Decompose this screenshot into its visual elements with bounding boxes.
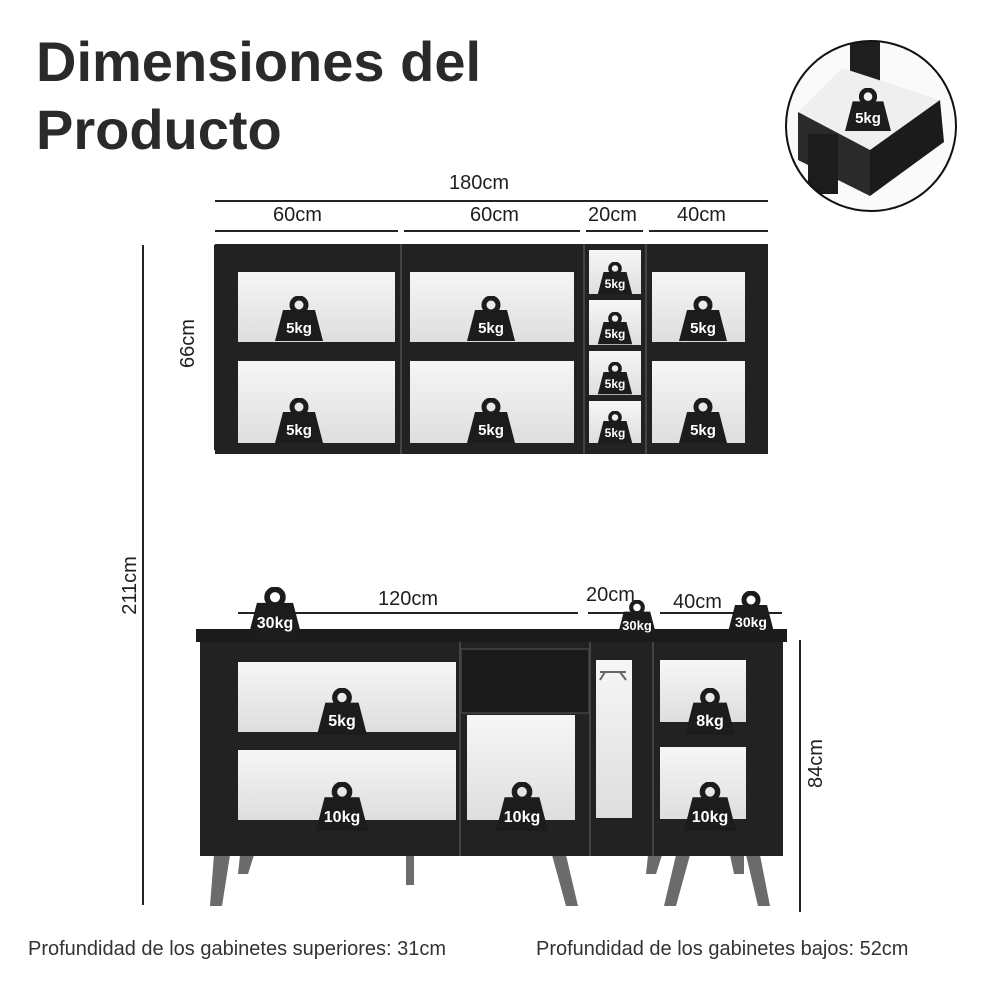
- weight-tag: 10kg: [316, 784, 368, 831]
- svg-text:10kg: 10kg: [324, 809, 360, 826]
- width-label-1: 60cm: [273, 204, 322, 226]
- upper-weight-tags: 5kg 5kg 5kg 5kg 5kg 5kg 5kg 5kg 5kg 5kg: [275, 262, 727, 444]
- svg-text:5kg: 5kg: [286, 422, 312, 439]
- svg-text:5kg: 5kg: [478, 422, 504, 439]
- weight-tag: 5kg: [467, 298, 515, 341]
- weight-tag: 5kg: [845, 90, 891, 131]
- total-height-label: 211cm: [118, 556, 141, 615]
- width-label-4: 40cm: [677, 204, 726, 226]
- weight-tag: 10kg: [496, 784, 548, 831]
- total-width-label: 180cm: [449, 172, 510, 194]
- weight-tag: 5kg: [275, 298, 323, 341]
- lower-depth-note: Profundidad de los gabinetes bajos: 52cm: [536, 938, 909, 960]
- weight-tag: 5kg: [679, 400, 727, 443]
- lower-width-label-3: 40cm: [673, 591, 722, 613]
- lower-cabinet: [196, 629, 787, 906]
- svg-text:5kg: 5kg: [478, 320, 504, 337]
- page-title: Dimensiones del Producto: [36, 28, 556, 164]
- svg-text:10kg: 10kg: [504, 809, 540, 826]
- svg-text:5kg: 5kg: [605, 426, 626, 440]
- lower-width-label-1: 120cm: [378, 588, 439, 610]
- drawer-inset: 5kg: [785, 40, 957, 212]
- weight-tag: 30kg: [617, 602, 657, 638]
- svg-text:5kg: 5kg: [605, 327, 626, 341]
- width-label-3: 20cm: [588, 204, 637, 226]
- svg-text:5kg: 5kg: [690, 422, 716, 439]
- weight-tag: 5kg: [467, 400, 515, 443]
- lower-weight-tags: 30kg 30kg 30kg 5kg 10kg 10kg 8kg 10kg: [248, 589, 775, 831]
- title-line-2: Producto: [36, 98, 282, 161]
- weight-tag: 30kg: [248, 589, 302, 638]
- weight-tag: 8kg: [685, 690, 735, 735]
- svg-text:5kg: 5kg: [286, 320, 312, 337]
- weight-tag: 5kg: [679, 298, 727, 341]
- svg-text:5kg: 5kg: [328, 713, 356, 730]
- svg-text:30kg: 30kg: [257, 615, 293, 632]
- weight-tag: 5kg: [597, 411, 633, 444]
- weight-tag: 5kg: [597, 312, 633, 345]
- weight-tag: 5kg: [275, 400, 323, 443]
- weight-tag: 10kg: [684, 784, 736, 831]
- svg-text:10kg: 10kg: [692, 809, 728, 826]
- lower-height-label: 84cm: [804, 739, 827, 788]
- svg-text:5kg: 5kg: [690, 320, 716, 337]
- svg-text:5kg: 5kg: [605, 377, 626, 391]
- weight-tag: 5kg: [597, 262, 633, 295]
- upper-depth-note: Profundidad de los gabinetes superiores:…: [28, 938, 447, 960]
- svg-text:30kg: 30kg: [735, 614, 767, 630]
- title-line-1: Dimensiones del: [36, 30, 482, 93]
- weight-tag: 30kg: [727, 593, 775, 636]
- svg-text:8kg: 8kg: [696, 713, 724, 730]
- upper-height-label: 66cm: [176, 319, 199, 368]
- svg-text:5kg: 5kg: [605, 277, 626, 291]
- lower-width-label-2: 20cm: [586, 584, 635, 606]
- weight-tag: 5kg: [597, 362, 633, 395]
- svg-text:30kg: 30kg: [622, 618, 652, 633]
- svg-text:5kg: 5kg: [855, 110, 881, 127]
- width-label-2: 60cm: [470, 204, 519, 226]
- weight-tag: 5kg: [317, 690, 367, 735]
